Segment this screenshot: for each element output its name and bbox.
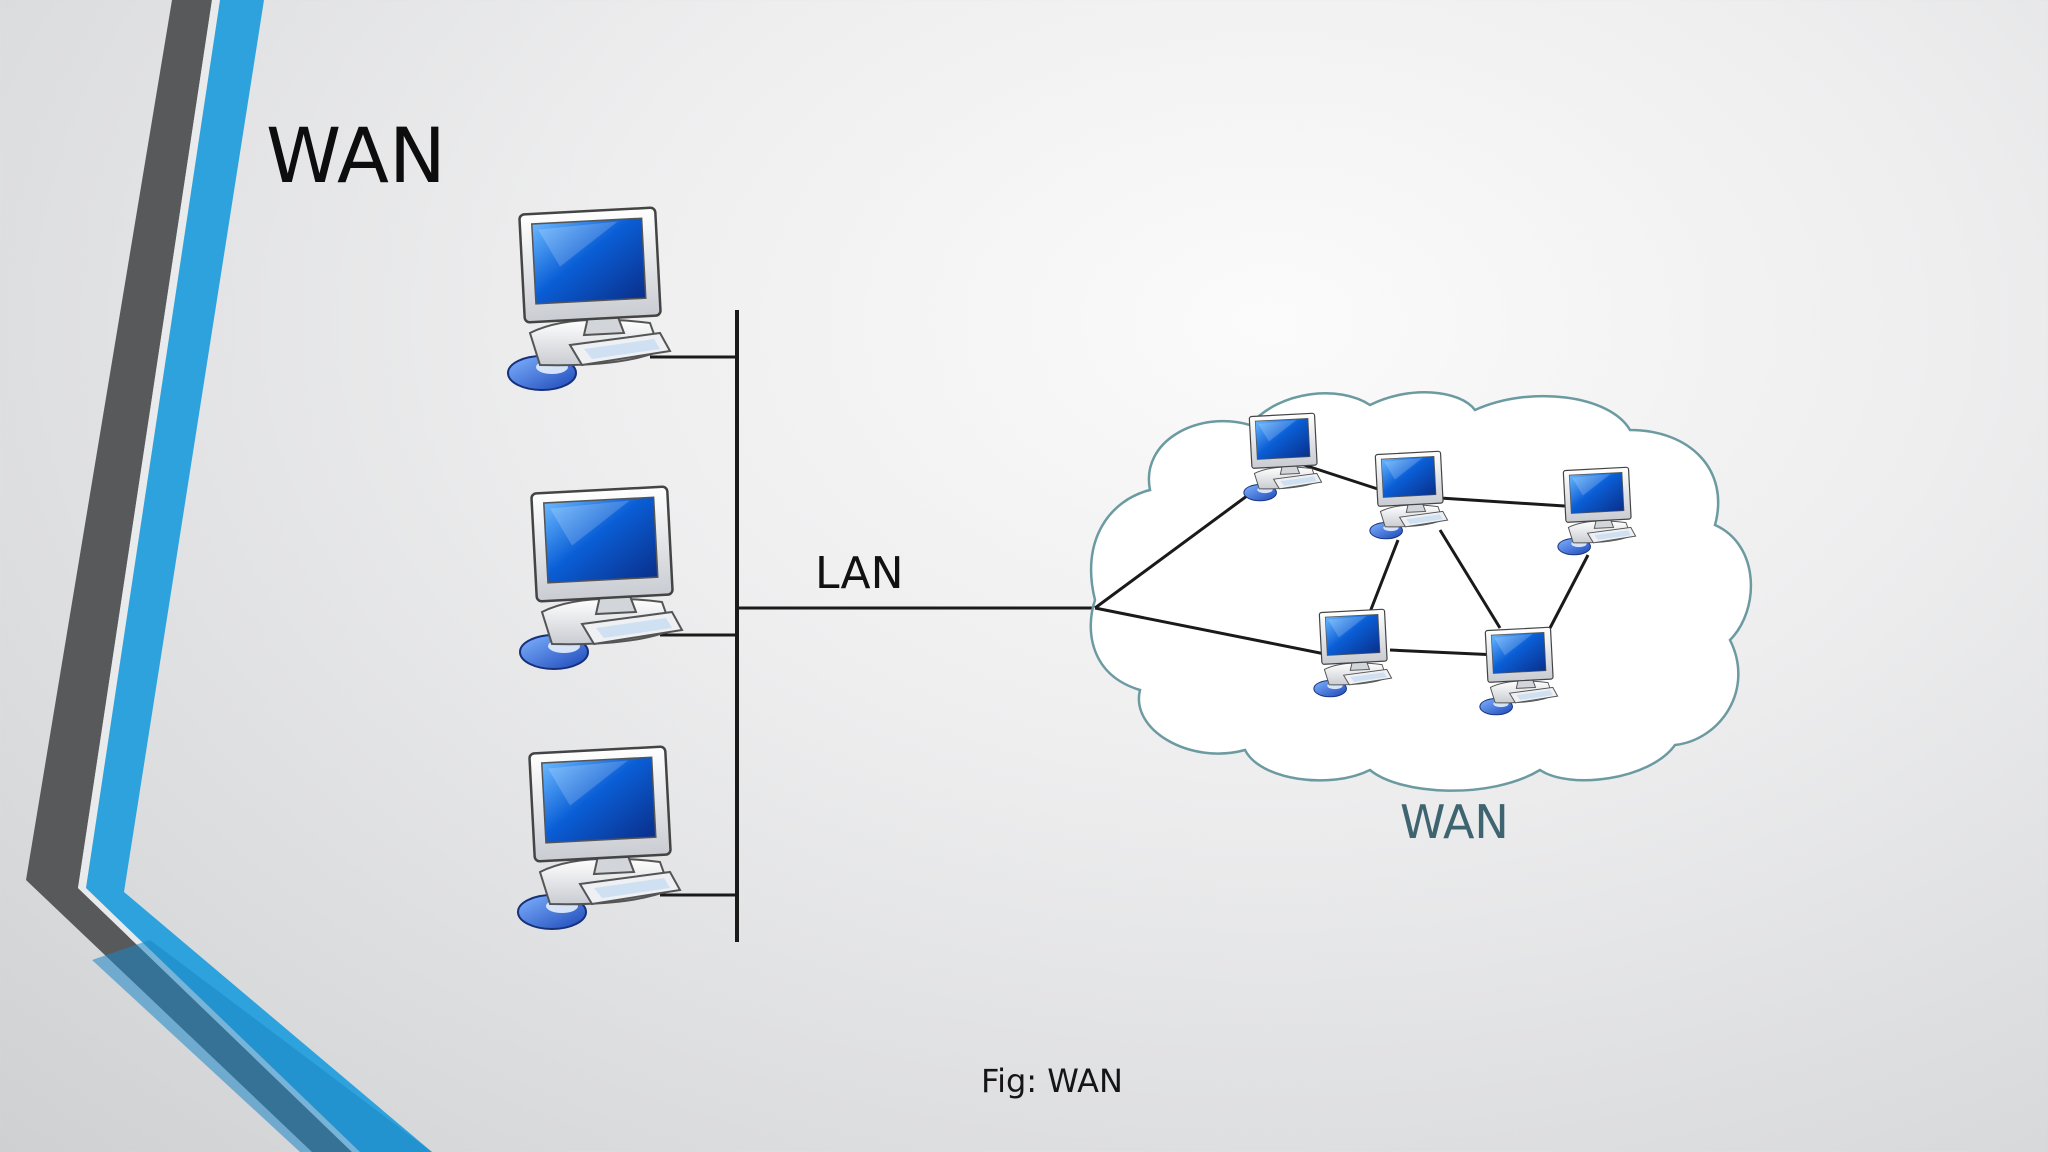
lan-pc-1-desktop-computer-icon xyxy=(506,206,672,392)
lan-label: LAN xyxy=(815,548,904,599)
deco-blue-base xyxy=(92,940,432,1152)
lan-pc-2-desktop-computer-icon xyxy=(518,485,684,671)
wan-links xyxy=(1094,461,1590,657)
wan-link xyxy=(1548,554,1590,629)
deco-blue-stripe xyxy=(86,0,432,1152)
wan-label: WAN xyxy=(1400,795,1509,849)
figure-caption: Fig: WAN xyxy=(981,1062,1123,1100)
deco-dark-stripe xyxy=(26,0,352,1152)
wan-link xyxy=(1389,648,1499,657)
wan-link xyxy=(1297,461,1391,495)
wan-link xyxy=(1094,606,1331,657)
wan-link xyxy=(1368,539,1400,613)
wan-link xyxy=(1438,529,1502,629)
wan-link xyxy=(1094,488,1256,610)
page-title: WAN xyxy=(266,111,446,200)
lan-pc-3-desktop-computer-icon xyxy=(516,745,682,931)
wan-link xyxy=(1439,496,1581,509)
